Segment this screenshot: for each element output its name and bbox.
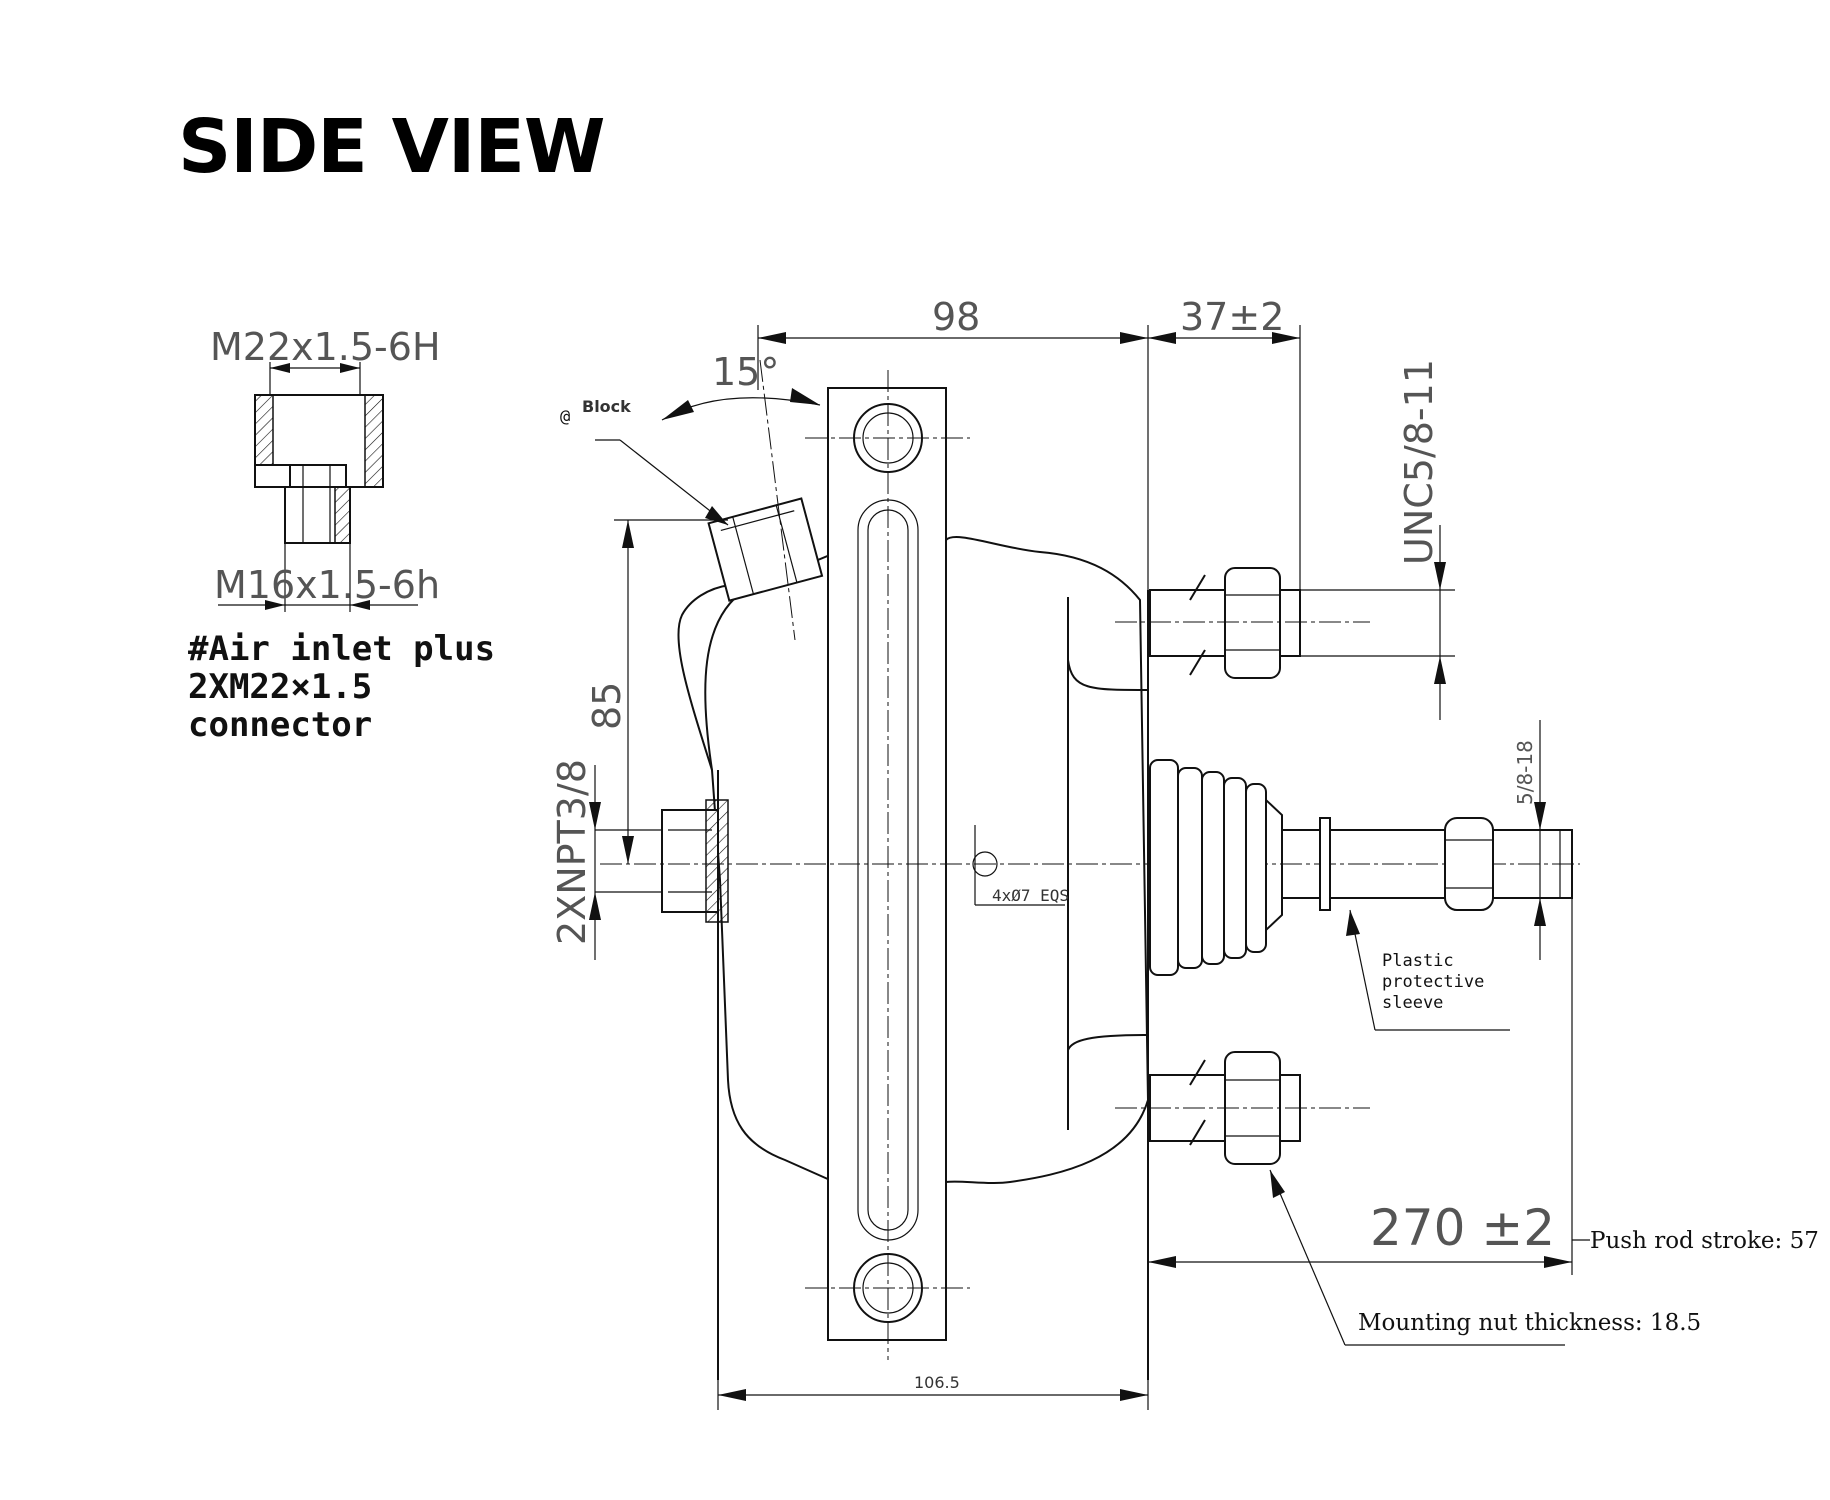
thread-bottom-label: M16x1.5-6h [214,563,440,607]
unc-label: UNC5/8-11 [1397,359,1441,565]
dim-270-label: 270 ±2 [1370,1199,1555,1257]
note-line-3: connector [188,705,372,745]
thread-top-label: M22x1.5-6H [210,325,441,369]
dim-37-label: 37±2 [1180,295,1284,339]
nut-label: Mounting nut thickness: 18.5 [1358,1310,1701,1336]
dimension-rod-thread: 5/8-18 [1513,720,1546,960]
angle-label: 15° [712,350,779,394]
brake-chamber: 4xØ7 EQS [600,359,1580,1380]
dim-98-label: 98 [932,295,980,339]
sleeve-line-1: Plastic [1382,951,1454,971]
dimension-unc: UNC5/8-11 [1300,359,1455,720]
note-line-2: 2XM22×1.5 [188,667,372,707]
dim-106-label: 106.5 [914,1373,960,1392]
dim-85-label: 85 [585,682,629,730]
block-label: Block [582,397,631,416]
holes-label: 4xØ7 EQS [992,886,1069,905]
sleeve-line-3: sleeve [1382,993,1443,1013]
dimension-angle: 15° [661,350,821,421]
dimension-270: 270 ±2 Push rod stroke: 57 [1148,898,1819,1275]
rod-thread-label: 5/8-18 [1513,740,1537,805]
block-at-sign: @ [560,407,570,427]
dimension-106: 106.5 [717,1373,1149,1410]
dimension-85: 85 [585,519,728,864]
dimension-98: 98 [757,295,1149,590]
sleeve-line-2: protective [1382,972,1484,992]
sleeve-callout: Plastic protective sleeve [1346,909,1510,1031]
connector-detail: M22x1.5-6H M16x1.5-6h #Air inlet plus 2X… [188,325,495,745]
dimension-npt: 2XNPT3/8 [550,759,662,960]
stroke-label: Push rod stroke: 57 [1590,1228,1819,1254]
npt-label: 2XNPT3/8 [550,759,594,945]
push-rod [1149,759,1573,976]
page-title: SIDE VIEW [178,104,605,190]
note-line-1: #Air inlet plus [188,629,495,669]
nut-callout: Mounting nut thickness: 18.5 [1269,1169,1701,1346]
mounting-stud-bottom [1115,1051,1370,1165]
block-callout: @ Block [560,397,729,526]
mounting-stud-top [1115,567,1370,679]
dimension-37: 37±2 [1148,295,1301,590]
